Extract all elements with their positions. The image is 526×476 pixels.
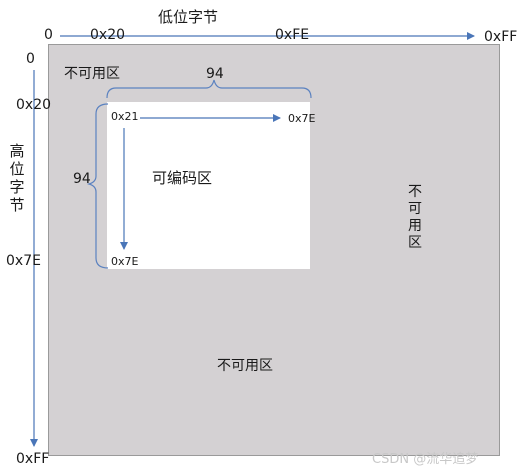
x-tick-0: 0 <box>44 27 53 43</box>
y-tick-0: 0 <box>26 51 35 67</box>
height-label: 94 <box>73 171 91 187</box>
high-byte-title: 高 位 字 节 <box>9 142 25 214</box>
y-tick-0x20: 0x20 <box>16 97 52 113</box>
y-tick-0xff: 0xFF <box>16 451 50 467</box>
low-byte-title: 低位字节 <box>158 8 219 26</box>
end-x-code-label: 0x7E <box>288 112 316 125</box>
x-tick-0xfe: 0xFE <box>275 27 310 43</box>
unusable-label-top-left: 不可用区 <box>64 66 120 82</box>
unusable-label-bottom: 不可用区 <box>217 358 273 374</box>
height-brace <box>86 103 109 269</box>
x-tick-0x20: 0x20 <box>90 27 126 43</box>
encodable-label: 可编码区 <box>152 169 213 187</box>
unusable-label-right: 不 可 用 区 <box>408 184 422 251</box>
width-label: 94 <box>206 66 224 82</box>
x-tick-0xff: 0xFF <box>484 29 518 45</box>
start-code-label: 0x21 <box>111 110 139 123</box>
end-y-code-label: 0x7E <box>111 255 139 268</box>
width-brace <box>106 79 312 99</box>
encodable-region <box>107 102 310 269</box>
watermark: CSDN @流华追梦 <box>372 452 479 467</box>
y-tick-0x7e: 0x7E <box>6 253 41 269</box>
